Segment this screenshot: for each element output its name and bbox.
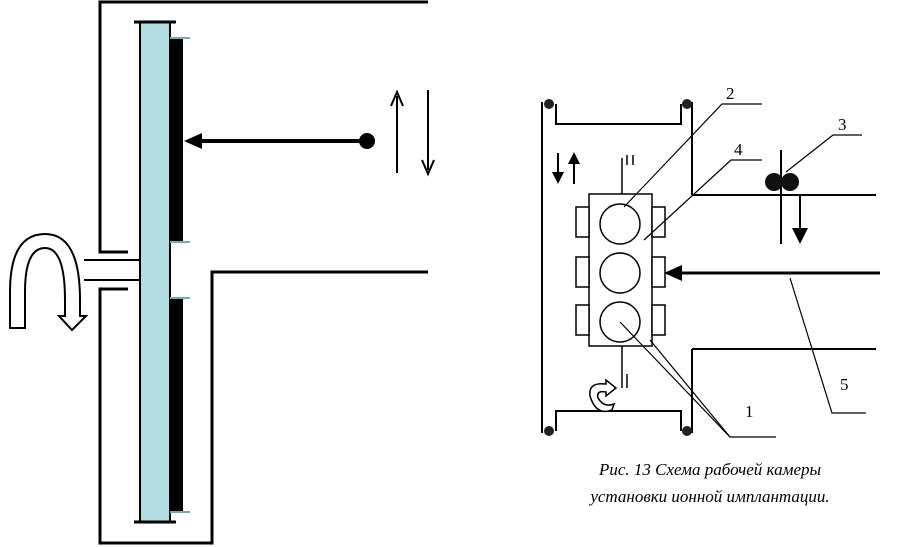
- corner-bolt-tr: [682, 99, 692, 109]
- shutter-roller-left: [765, 173, 783, 191]
- leader-4: [643, 159, 762, 241]
- corner-bolt-bl: [544, 426, 554, 436]
- chamber-wall-lower: [98, 270, 428, 545]
- corner-bolt-br: [682, 426, 692, 436]
- shutter-valve: [765, 150, 808, 244]
- leader-1b: [649, 339, 731, 438]
- wafer-circle-2: [599, 252, 641, 294]
- clip-left-3: [575, 304, 590, 336]
- callout-label-1: 1: [745, 402, 754, 421]
- clip-left-1: [575, 206, 590, 238]
- clip-right-2: [651, 256, 666, 288]
- clip-right-3: [651, 304, 666, 336]
- rotation-arrow-icon: [9, 232, 89, 332]
- wafer-upper: [170, 38, 183, 242]
- shutter-arrow-head: [792, 228, 808, 244]
- wafer-cassette: [575, 155, 666, 388]
- figure-caption-line-2: установки ионной имплантации.: [590, 487, 830, 506]
- corner-bolt-tl: [544, 99, 554, 109]
- scan-arrows-small: [552, 152, 580, 184]
- callout-label-4: 4: [734, 140, 743, 159]
- callout-label-5: 5: [840, 375, 849, 394]
- right-schematic: [541, 102, 876, 433]
- callout-label-2: 2: [726, 84, 735, 103]
- substrate-holder-plate: [139, 21, 171, 523]
- shutter-roller-right: [781, 173, 799, 191]
- clip-left-2: [575, 256, 590, 288]
- ion-beam-arrowhead: [184, 133, 202, 149]
- small-arrow-up-head: [568, 152, 580, 164]
- scan-arrows: [390, 89, 435, 177]
- chamber-wall-upper: [98, 0, 428, 254]
- callout-label-3: 3: [838, 115, 847, 134]
- leader-5: [789, 277, 866, 414]
- ion-source-dot: [359, 133, 375, 149]
- left-schematic: [84, 0, 428, 545]
- scan-arrow-up-head: [390, 89, 404, 107]
- leader-2: [623, 103, 762, 208]
- figure-caption-line-1: Рис. 13 Схема рабочей камеры: [598, 460, 821, 479]
- top-rail: [555, 104, 682, 125]
- leader-3: [785, 134, 862, 173]
- ion-beam-right-arrowhead: [664, 265, 682, 281]
- bottom-rail: [555, 410, 682, 431]
- scan-arrow-down-head: [421, 159, 435, 177]
- small-rotation-arrow-icon: [589, 378, 618, 413]
- callout-leaders: [619, 103, 866, 438]
- small-arrow-down-head: [552, 172, 564, 184]
- wafer-circle-1: [599, 203, 641, 245]
- wafer-lower: [170, 298, 183, 512]
